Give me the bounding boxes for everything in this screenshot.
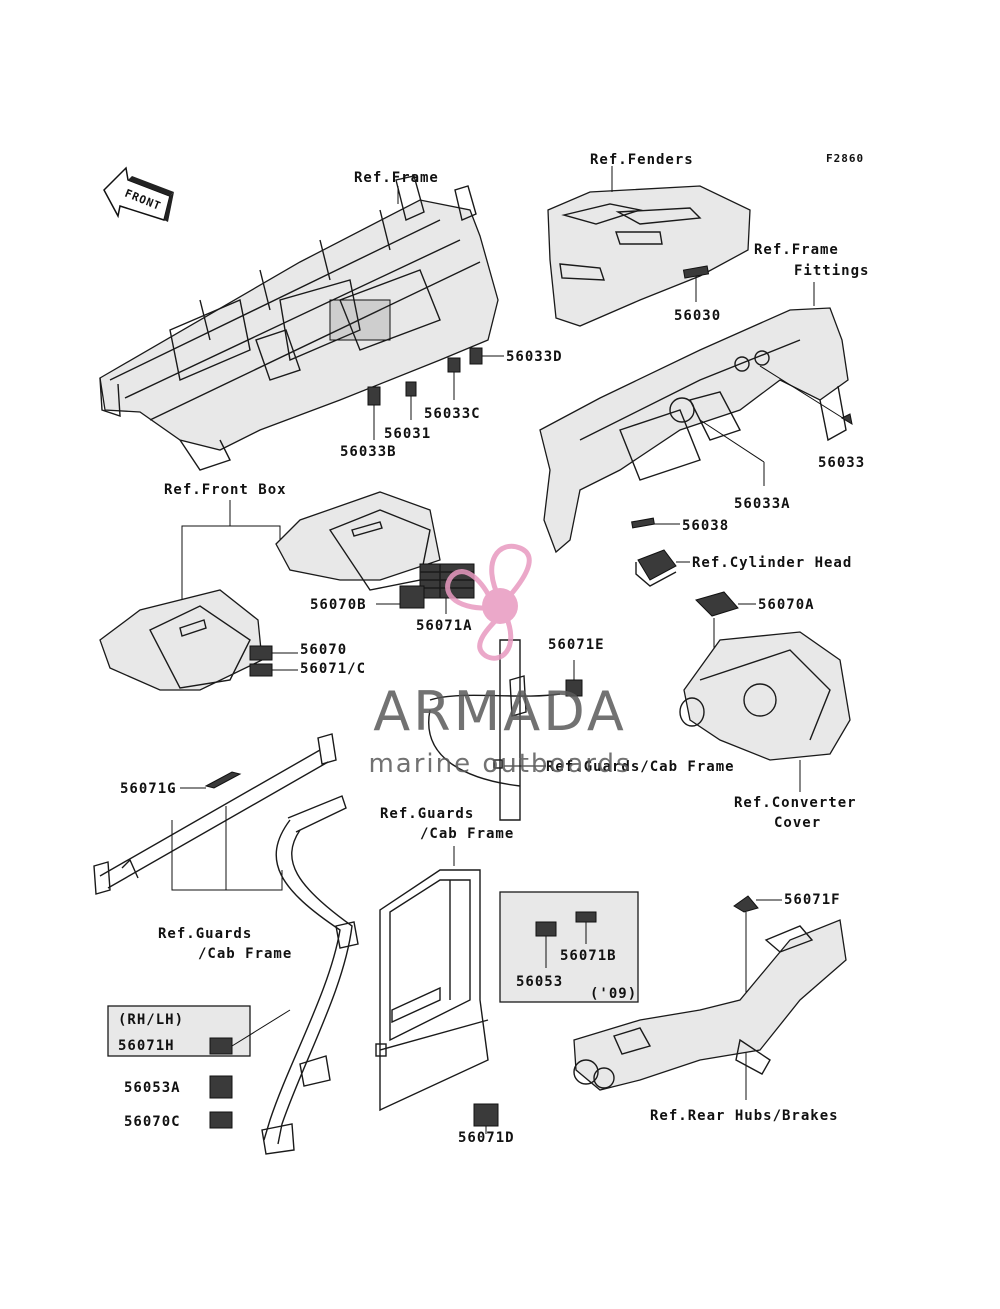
watermark-tagline: marine outboards: [368, 749, 631, 779]
label-56031: 56031: [384, 426, 431, 442]
converter-cover-drawing: [679, 631, 851, 761]
label-56071F: 56071F: [784, 892, 841, 908]
figure-code: F2860: [826, 152, 864, 165]
label-56053A: 56053A: [124, 1080, 181, 1096]
guard-center-drawing: [428, 639, 561, 821]
fenders-drawing: [547, 185, 751, 327]
label-56071E: 56071E: [548, 637, 605, 653]
label-56033C: 56033C: [424, 406, 481, 422]
label-ref-cylinder-head: Ref.Cylinder Head: [692, 555, 852, 571]
label-ref-converter-1: Ref.Converter: [734, 795, 857, 811]
label-56071D: 56071D: [458, 1130, 515, 1146]
front-arrow-icon: FRONT: [103, 166, 174, 222]
label-56070C: 56070C: [124, 1114, 181, 1130]
label-ref-front-box: Ref.Front Box: [164, 482, 287, 498]
front-box-upper-drawing: [275, 491, 441, 591]
label-ref-guards-cab-3b: /Cab Frame: [198, 946, 292, 962]
label-ref-guards-cab-2a: Ref.Guards: [380, 806, 474, 822]
label-56033D: 56033D: [506, 349, 563, 365]
label-56033: 56033: [818, 455, 865, 471]
front-box-lower-drawing: [99, 589, 263, 691]
label-ref-guards-cab-1: Ref.Guards/Cab Frame: [546, 759, 735, 775]
label-56070: 56070: [300, 642, 347, 658]
label-56033A: 56033A: [734, 496, 791, 512]
label-ref-guards-cab-3a: Ref.Guards: [158, 926, 252, 942]
roll-bar-drawing: [261, 795, 359, 1155]
label-ref-rear-hubs: Ref.Rear Hubs/Brakes: [650, 1108, 839, 1124]
rear-hubs-drawing: [573, 919, 847, 1091]
label-rh-lh: (RH/LH): [118, 1012, 184, 1028]
label-ref-converter-2: Cover: [774, 815, 821, 831]
label-56071B: 56071B: [560, 948, 617, 964]
label-ref-fenders: Ref.Fenders: [590, 152, 694, 168]
label-56030: 56030: [674, 308, 721, 324]
label-ref-frame: Ref.Frame: [354, 170, 439, 186]
propeller-logo-icon: [445, 543, 532, 661]
frame-fittings-drawing: [539, 307, 849, 554]
label-ref-frame-fittings-2: Fittings: [794, 263, 869, 279]
label-56033B: 56033B: [340, 444, 397, 460]
label-ref-guards-cab-2b: /Cab Frame: [420, 826, 514, 842]
cylinder-head-drawing: [635, 549, 677, 587]
label-56071G: 56071G: [120, 781, 177, 797]
label-56070A: 56070A: [758, 597, 815, 613]
watermark-brand: ARMADA: [373, 680, 627, 743]
label-56053: 56053: [516, 974, 563, 990]
label-year-09: ('09): [590, 986, 637, 1002]
label-56071H: 56071H: [118, 1038, 175, 1054]
guard-rail-drawing: [93, 733, 337, 895]
label-56038: 56038: [682, 518, 729, 534]
label-ref-frame-fittings-1: Ref.Frame: [754, 242, 839, 258]
armada-watermark: ARMADA marine outboards: [368, 543, 631, 779]
label-56071A: 56071A: [416, 618, 473, 634]
label-56070B: 56070B: [310, 597, 367, 613]
cab-frame-drawing: [375, 869, 489, 1112]
frame-drawing: [99, 175, 499, 471]
label-56071C: 56071/C: [300, 661, 366, 677]
